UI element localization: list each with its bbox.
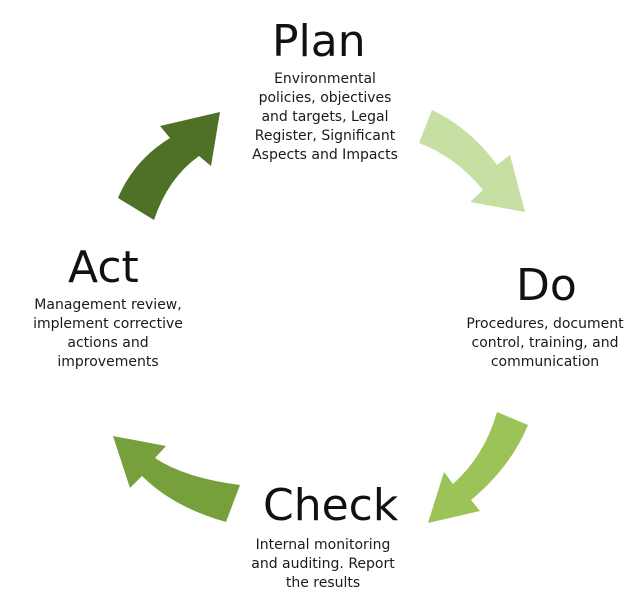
plan-title: Plan [272,16,366,67]
plan-to-do-arrow [419,110,525,212]
do-title: Do [516,260,577,311]
check-to-act-arrow [113,436,240,522]
do-to-check-arrow [428,412,528,523]
act-title: Act [68,242,139,293]
check-description: Internal monitoring and auditing. Report… [251,537,395,591]
do-description: Procedures, document control, training, … [466,316,624,370]
check-title: Check [263,480,399,531]
plan-description: Environmental policies, objectives and t… [252,71,398,163]
act-description: Management review, implement corrective … [33,297,183,370]
act-to-plan-arrow [118,112,220,220]
